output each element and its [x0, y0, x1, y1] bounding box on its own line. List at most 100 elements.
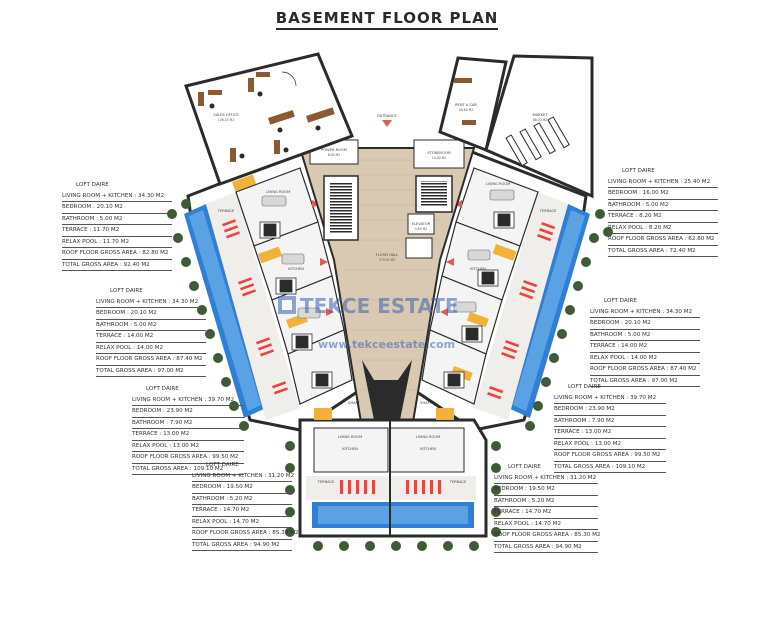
unit-row: LIVING ROOM + KITCHEN : 31.20 M2 [192, 471, 294, 482]
label-storeroom: STOREROOM [427, 151, 450, 155]
unit-row: RELAX POOL : 8.20 M2 [608, 223, 718, 234]
unit-row: TERRACE : 14.70 M2 [192, 505, 292, 517]
label-market-area: 88.00 M2 [533, 118, 548, 122]
unit-row: LIVING ROOM + KITCHEN : 34.30 M2 [62, 191, 172, 202]
unit-row: RELAX POOL : 14.70 M2 [494, 519, 598, 530]
label-kitchen-bottom-right: KITCHEN [420, 447, 436, 451]
label-rent-a-car-area: 46.60 M2 [459, 108, 474, 112]
right-stair-core [415, 175, 453, 213]
unit-row: ROOF FLOOR GROSS AREA : 62.80 M2 [608, 234, 718, 246]
unit-row: TOTAL GROSS AREA : 109.10 M2 [132, 464, 244, 475]
unit-row: ROOF FLOOR GROSS AREA : 85.30 M2 [494, 530, 601, 542]
bottom-yellow-stairs [314, 408, 454, 420]
unit-row: TERRACE : 8.20 M2 [608, 211, 718, 223]
unit-row: LIVING ROOM + KITCHEN : 34.30 M2 [96, 297, 206, 308]
label-power-room: POWER ROOM [321, 148, 347, 152]
right-loungers [487, 221, 556, 400]
label-kitchen-left: KITCHEN [288, 267, 304, 271]
unit-row: RELAX POOL : 13.00 M2 [554, 439, 666, 450]
unit-row: RELAX POOL : 14.00 M2 [590, 353, 700, 364]
unit-row: TOTAL GROSS AREA : 72.40 M2 [608, 246, 718, 257]
label-storeroom-area: 14.00 M2 [432, 156, 447, 160]
label-sales-office: SALES OFFICE [213, 113, 239, 117]
sales-office-door [281, 71, 297, 87]
unit-row: BATHROOM : 5.20 M2 [192, 494, 292, 505]
unit-name: LOFT DAIRE [622, 168, 655, 174]
unit-row: TERRACE : 13.00 M2 [554, 427, 666, 439]
unit-row: BATHROOM : 5.00 M2 [590, 330, 700, 341]
unit-row: ROOF FLOOR GROSS AREA : 87.40 M2 [590, 364, 700, 376]
unit-legend-lower-left: LOFT DAIRE LIVING ROOM + KITCHEN : 39.70… [132, 384, 244, 475]
elevators [405, 213, 435, 259]
label-shaft-right: SHAFT [420, 401, 432, 405]
label-shaft-left: SHAFT [348, 401, 360, 405]
unit-row: TOTAL GROSS AREA : 92.40 M2 [62, 260, 172, 271]
unit-legend-bottom-left: LOFT DAIRE LIVING ROOM + KITCHEN : 31.20… [192, 460, 299, 551]
market-shelves [505, 116, 570, 167]
right-sofas [453, 189, 515, 313]
unit-name: LOFT DAIRE [508, 464, 541, 470]
label-living-room-bottom-left: LIVING ROOM [338, 435, 362, 439]
right-beds [443, 211, 515, 389]
unit-name: LOFT DAIRE [206, 462, 239, 468]
unit-row: RELAX POOL : 14.70 M2 [192, 517, 292, 528]
unit-legend-lower-right: LOFT DAIRE LIVING ROOM + KITCHEN : 39.70… [554, 382, 666, 473]
unit-row: BATHROOM : 5.00 M2 [608, 200, 718, 211]
unit-row: RELAX POOL : 13.00 M2 [132, 441, 244, 452]
left-loungers [222, 219, 289, 395]
unit-row: BATHROOM : 7.90 M2 [554, 416, 666, 427]
label-terrace-right: TERRACE [539, 209, 557, 213]
unit-name: LOFT DAIRE [146, 386, 179, 392]
unit-row: LIVING ROOM + KITCHEN : 39.70 M2 [132, 395, 244, 406]
unit-name: LOFT DAIRE [110, 288, 143, 294]
label-power-area: 8.00 M2 [328, 153, 341, 157]
right-pool-water [513, 210, 585, 411]
watermark-brand: TEKCE ESTATE [300, 294, 459, 318]
unit-row: TERRACE : 11.70 M2 [62, 225, 172, 237]
unit-row: BEDROOM : 23.90 M2 [554, 404, 666, 416]
watermark: TEKCE ESTATE www.tekceestate.com [278, 294, 459, 351]
label-kitchen-right: KITCHEN [470, 267, 486, 271]
unit-legend-mid-right: LOFT DAIRE LIVING ROOM + KITCHEN : 34.30… [590, 296, 700, 387]
unit-row: ROOF FLOOR GROSS AREA : 87.40 M2 [96, 354, 206, 366]
left-stair-core [323, 175, 359, 241]
left-beds [259, 221, 333, 389]
sales-office-chairs [209, 91, 321, 159]
label-floor-hall-area: 270.00 M2 [379, 258, 395, 262]
bottom-right-apartment [389, 427, 465, 473]
unit-row: BATHROOM : 5.00 M2 [96, 320, 206, 331]
bottom-left-apartment [313, 427, 389, 473]
bottom-loungers [340, 480, 441, 494]
trees [167, 199, 613, 551]
unit-row: TERRACE : 14.00 M2 [96, 331, 206, 343]
unit-row: BATHROOM : 7.90 M2 [132, 418, 244, 429]
unit-row: TOTAL GROSS AREA : 97.00 M2 [590, 376, 700, 387]
unit-row: BEDROOM : 20.10 M2 [590, 318, 700, 330]
unit-legend-mid-left: LOFT DAIRE LIVING ROOM + KITCHEN : 34.30… [96, 286, 206, 377]
bottom-pool-water [318, 506, 468, 524]
rent-a-car-furniture [454, 78, 476, 125]
entrance-arrow [382, 120, 392, 127]
label-sales-office-area: 106.15 M2 [218, 118, 234, 122]
storeroom [413, 139, 465, 169]
unit-name: LOFT DAIRE [568, 384, 601, 390]
unit-row: BATHROOM : 5.20 M2 [494, 496, 598, 507]
unit-row: RELAX POOL : 14.00 M2 [96, 343, 206, 354]
unit-row: TOTAL GROSS AREA : 109.10 M2 [554, 462, 666, 473]
unit-row: LIVING ROOM + KITCHEN : 34.30 M2 [590, 307, 700, 318]
unit-row: BEDROOM : 20.10 M2 [96, 308, 206, 320]
label-floor-hall: FLOOR HALL [376, 253, 398, 257]
unit-row: BEDROOM : 20.10 M2 [62, 202, 172, 214]
plan-title: BASEMENT FLOOR PLAN [0, 9, 774, 30]
unit-row: LIVING ROOM + KITCHEN : 25.40 M2 [608, 177, 718, 188]
unit-row: BEDROOM : 16.00 M2 [608, 188, 718, 200]
label-elevator: ELEVATOR [412, 222, 431, 226]
label-terrace-left: TERRACE [217, 209, 235, 213]
label-living-room-bottom-right: LIVING ROOM [416, 435, 440, 439]
unit-row: ROOF FLOOR GROSS AREA : 99.50 M2 [554, 450, 666, 462]
label-rent-a-car: RENT A CAR [455, 103, 477, 107]
unit-row: ROOF FLOOR GROSS AREA : 85.30 M2 [192, 528, 299, 540]
unit-name: LOFT DAIRE [604, 298, 637, 304]
label-market: MARKET [533, 113, 549, 117]
